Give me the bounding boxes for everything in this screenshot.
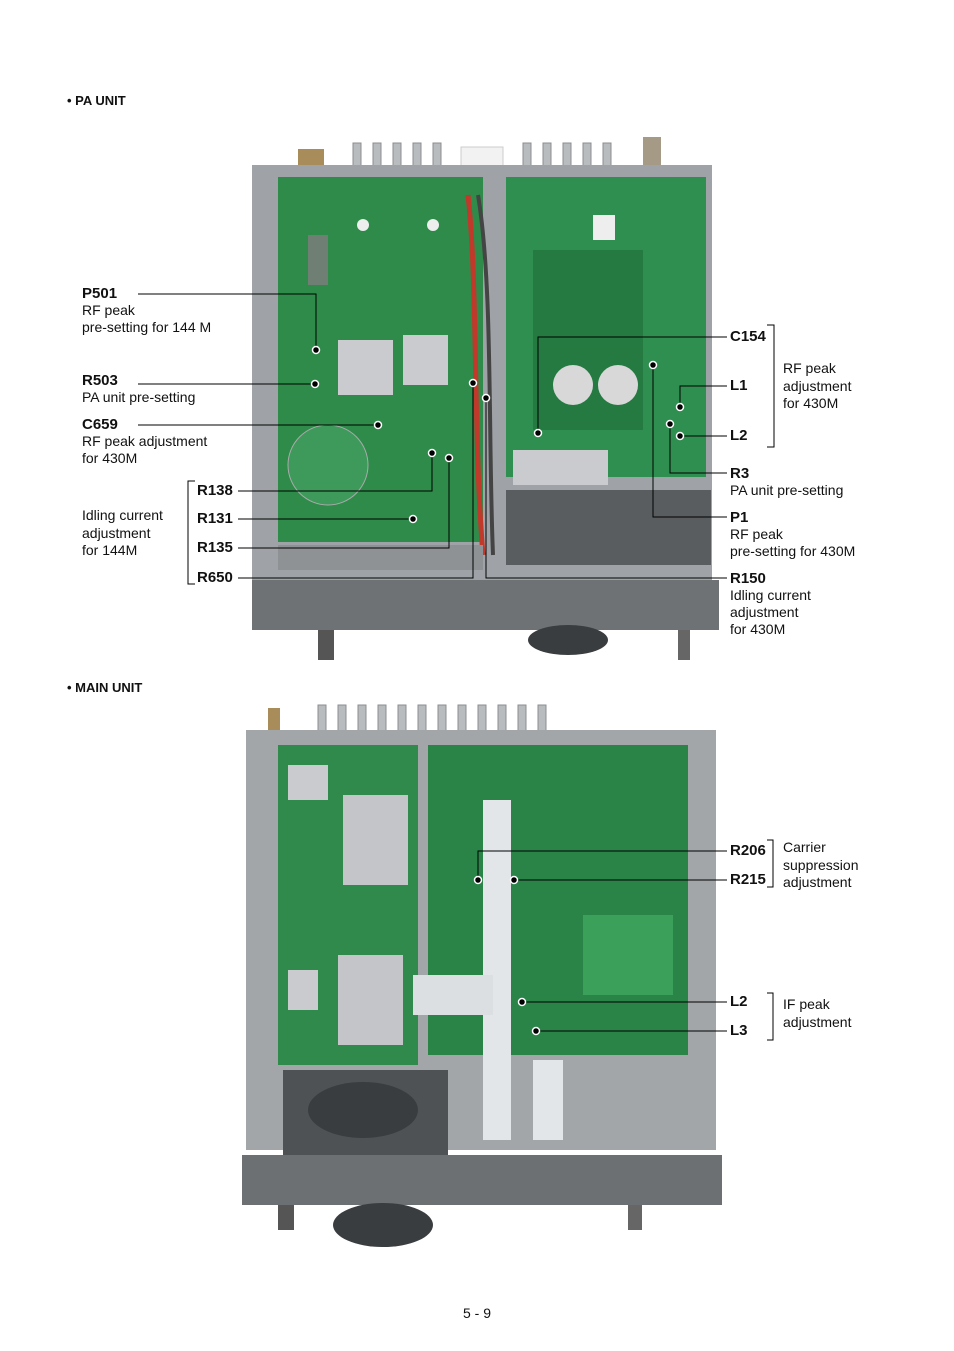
r138-code: R138 (197, 482, 233, 499)
l2-code: L2 (730, 427, 748, 444)
main-unit-title: • MAIN UNIT (67, 680, 143, 695)
main-l2-code: L2 (730, 993, 748, 1010)
label-p501: P501 RF peak pre-setting for 144 M (82, 285, 211, 336)
c659-code: C659 (82, 416, 118, 433)
label-c659: C659 RF peak adjustment for 430M (82, 416, 207, 467)
main-l3-code: L3 (730, 1022, 748, 1039)
carrier-suppression-desc: Carrier suppression adjustment (783, 839, 859, 890)
r135-code: R135 (197, 539, 233, 556)
r206-code: R206 (730, 842, 766, 859)
rf-peak-430-desc: RF peak adjustment for 430M (783, 360, 852, 411)
label-r3: R3 PA unit pre-setting (730, 465, 843, 499)
page-number: 5 - 9 (462, 1305, 491, 1321)
p501-code: P501 (82, 285, 118, 302)
r650-code: R650 (197, 569, 233, 586)
idling-144-desc: Idling current adjustment for 144M (82, 507, 163, 558)
c659-desc: RF peak adjustment for 430M (82, 433, 208, 466)
pa-unit-title: • PA UNIT (67, 93, 126, 108)
p1-code: P1 (730, 509, 749, 526)
r215-code: R215 (730, 871, 766, 888)
l1-code: L1 (730, 377, 748, 394)
p1-desc: RF peak pre-setting for 430M (730, 526, 856, 559)
label-r150: R150 Idling current adjustment for 430M (730, 570, 811, 638)
label-r503: R503 PA unit pre-setting (82, 372, 195, 406)
r150-desc: Idling current adjustment for 430M (730, 587, 811, 637)
if-peak-desc: IF peak adjustment (783, 996, 852, 1030)
r503-code: R503 (82, 372, 118, 389)
label-p1: P1 RF peak pre-setting for 430M (730, 509, 855, 560)
r503-desc: PA unit pre-setting (82, 389, 196, 405)
r131-code: R131 (197, 510, 233, 527)
r150-code: R150 (730, 570, 766, 587)
r3-code: R3 (730, 465, 750, 482)
c154-code: C154 (730, 328, 766, 345)
main-unit-photo (242, 704, 722, 1247)
r3-desc: PA unit pre-setting (730, 482, 844, 498)
p501-desc: RF peak pre-setting for 144 M (82, 302, 212, 335)
